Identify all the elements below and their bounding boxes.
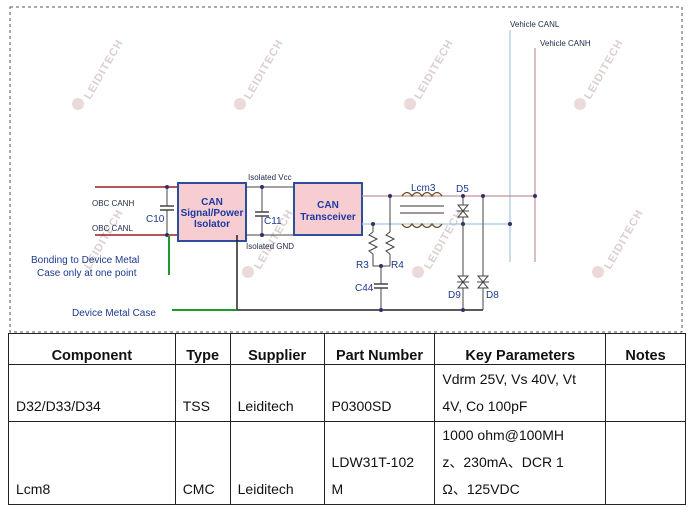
bonding-label-line1: Bonding to Device Metal — [31, 255, 139, 266]
header-part-number: Part Number — [323, 333, 436, 365]
cell-part-number: P0300SD — [323, 364, 436, 422]
param-line: Ω、125VDC — [442, 481, 520, 497]
d5-label: D5 — [456, 184, 469, 195]
isolator-label-line3: Isolator — [194, 219, 230, 230]
header-notes: Notes — [605, 333, 686, 365]
junction-dot — [508, 222, 512, 226]
lcm3-label: Lcm3 — [411, 183, 436, 194]
part-number-text: P0300SD — [331, 398, 392, 414]
cell-key-parameters: 1000 ohm@100MH z、230mA、DCR 1 Ω、125VDC — [434, 421, 607, 505]
watermark-logo-mark — [574, 98, 586, 110]
watermark-logo-mark — [412, 266, 424, 278]
junction-dot — [533, 194, 537, 198]
header-key-parameters: Key Parameters — [434, 333, 607, 365]
junction-dot — [388, 194, 392, 198]
header-type: Type — [174, 333, 231, 365]
cell-type: TSS — [174, 364, 231, 422]
junction-dot — [481, 194, 485, 198]
r3-resistor — [367, 231, 379, 255]
diagram-frame — [9, 6, 683, 333]
c44-label: C44 — [355, 283, 374, 294]
watermark-logo-mark — [72, 98, 84, 110]
junction-dot — [165, 185, 169, 189]
junction-dot — [260, 185, 264, 189]
param-line: 1000 ohm@100MH — [442, 427, 564, 443]
device-metal-case-label: Device Metal Case — [72, 308, 156, 319]
isolated-gnd-label: Isolated GND — [246, 242, 294, 251]
table-header-row: Component Type Supplier Part Number Key … — [8, 333, 686, 365]
cell-supplier: Leiditech — [229, 364, 325, 422]
watermark-logo-mark — [234, 98, 246, 110]
component-table: Component Type Supplier Part Number Key … — [8, 333, 686, 505]
junction-dot — [461, 308, 465, 312]
cell-component: D32/D33/D34 — [8, 364, 176, 422]
junction-dot — [260, 233, 264, 237]
isolator-label-line1: CAN — [201, 197, 223, 208]
header-component: Component — [8, 333, 176, 365]
r4-label: R4 — [391, 260, 404, 271]
cell-part-number: LDW31T-102 M — [323, 421, 436, 505]
watermark-logo-mark — [242, 266, 254, 278]
isolator-label-line2: Signal/Power — [181, 208, 244, 219]
header-supplier: Supplier — [229, 333, 325, 365]
can-transceiver-box — [293, 182, 363, 236]
isolated-vcc-label: Isolated Vcc — [248, 173, 292, 182]
cell-component: Lcm8 — [8, 421, 176, 505]
table-row: D32/D33/D34 TSS Leiditech P0300SD Vdrm 2… — [8, 364, 686, 422]
can-isolation-circuit-diagram: LEIDITECH LEIDITECH LEIDITECH LEIDITECH … — [9, 6, 683, 333]
d9-label: D9 — [448, 290, 461, 301]
obc-canh-label: OBC CANH — [92, 199, 134, 208]
part-number-line: LDW31T-102 — [331, 454, 415, 470]
param-line: Vdrm 25V, Vs 40V, Vt — [442, 371, 576, 387]
vehicle-canh-label: Vehicle CANH — [540, 39, 591, 48]
watermark-logo-mark — [404, 98, 416, 110]
obc-canl-label: OBC CANL — [92, 224, 133, 233]
watermark-logo-mark — [592, 266, 604, 278]
watermark-logo: LEIDITECH — [82, 37, 126, 101]
cell-supplier: Leiditech — [229, 421, 325, 505]
junction-dot — [371, 222, 375, 226]
r3-label: R3 — [356, 260, 369, 271]
vehicle-canl-label: Vehicle CANL — [510, 20, 560, 29]
bonding-label-line2: Case only at one point — [37, 268, 137, 279]
watermark-group: LEIDITECH LEIDITECH LEIDITECH LEIDITECH … — [72, 37, 646, 278]
lcm3-choke — [400, 191, 444, 229]
cell-type: CMC — [174, 421, 231, 505]
table-row: Lcm8 CMC Leiditech LDW31T-102 M 1000 ohm… — [8, 421, 686, 505]
param-line: z、230mA、DCR 1 — [442, 454, 564, 470]
c11-label: C11 — [264, 216, 282, 227]
param-line: 4V, Co 100pF — [442, 398, 528, 414]
junction-dot — [379, 308, 383, 312]
junction-dot — [461, 194, 465, 198]
cell-notes — [605, 421, 686, 505]
transceiver-label-line2: Transceiver — [300, 212, 356, 223]
can-isolator-box — [177, 182, 247, 242]
cell-notes — [605, 364, 686, 422]
transceiver-label-line1: CAN — [317, 200, 339, 211]
watermark-logo: LEIDITECH — [412, 37, 456, 101]
r4-resistor — [384, 231, 396, 255]
watermark-logo: LEIDITECH — [242, 37, 286, 101]
watermark-logo: LEIDITECH — [602, 207, 646, 271]
c10-label: C10 — [146, 214, 165, 225]
d8-label: D8 — [486, 290, 499, 301]
cell-key-parameters: Vdrm 25V, Vs 40V, Vt 4V, Co 100pF — [434, 364, 607, 422]
part-number-line: M — [331, 481, 344, 497]
